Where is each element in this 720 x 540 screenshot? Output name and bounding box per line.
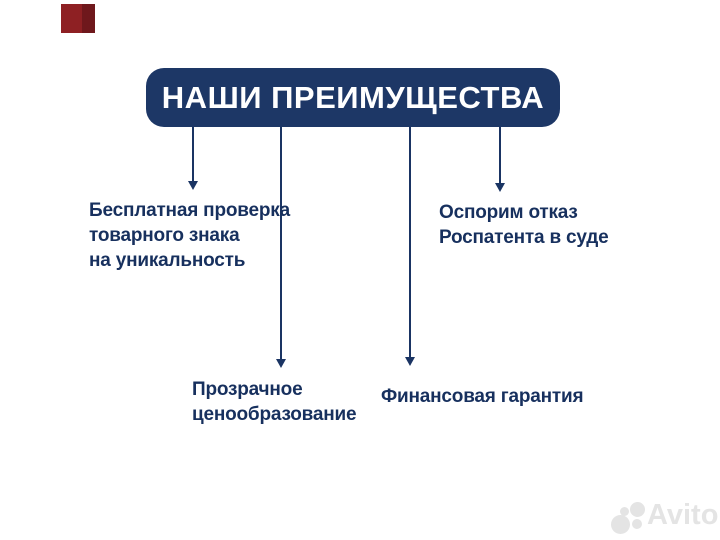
avito-logo-dot-icon (620, 507, 629, 516)
arrow-head-icon (276, 359, 286, 368)
advantage-item-trademark-check: Бесплатная проверка товарного знака на у… (89, 198, 290, 273)
avito-watermark-label: Avito (647, 499, 719, 531)
advantage-line: товарного знака (89, 225, 240, 246)
arrow-head-icon (405, 357, 415, 366)
avito-logo-dot-icon (611, 515, 630, 534)
avito-logo-dot-icon (632, 519, 642, 529)
red-square-badge (61, 4, 95, 33)
advantage-line: ценообразование (192, 404, 357, 425)
advantage-line: Оспорим отказ (439, 202, 578, 223)
avito-logo-dot-icon (630, 502, 645, 517)
title-banner: НАШИ ПРЕИМУЩЕСТВА (146, 68, 560, 127)
advantage-line: на уникальность (89, 250, 246, 271)
advantage-line: Роспатента в суде (439, 227, 609, 248)
arrow-shaft (192, 127, 194, 182)
arrow-shaft (280, 127, 282, 360)
arrow-shaft (409, 127, 411, 358)
arrow-head-icon (495, 183, 505, 192)
page-title: НАШИ ПРЕИМУЩЕСТВА (161, 79, 545, 115)
arrow-shaft (499, 127, 501, 184)
advantage-item-court-appeal: Оспорим отказ Роспатента в суде (439, 200, 609, 250)
advantage-line: Бесплатная проверка (89, 200, 290, 221)
advantage-item-financial-guarantee: Финансовая гарантия (381, 384, 584, 409)
advantage-item-transparent-pricing: Прозрачное ценообразование (192, 377, 357, 427)
advantage-line: Прозрачное (192, 379, 303, 400)
arrow-head-icon (188, 181, 198, 190)
avito-watermark: Avito (605, 496, 720, 538)
advantage-line: Финансовая гарантия (381, 386, 584, 407)
